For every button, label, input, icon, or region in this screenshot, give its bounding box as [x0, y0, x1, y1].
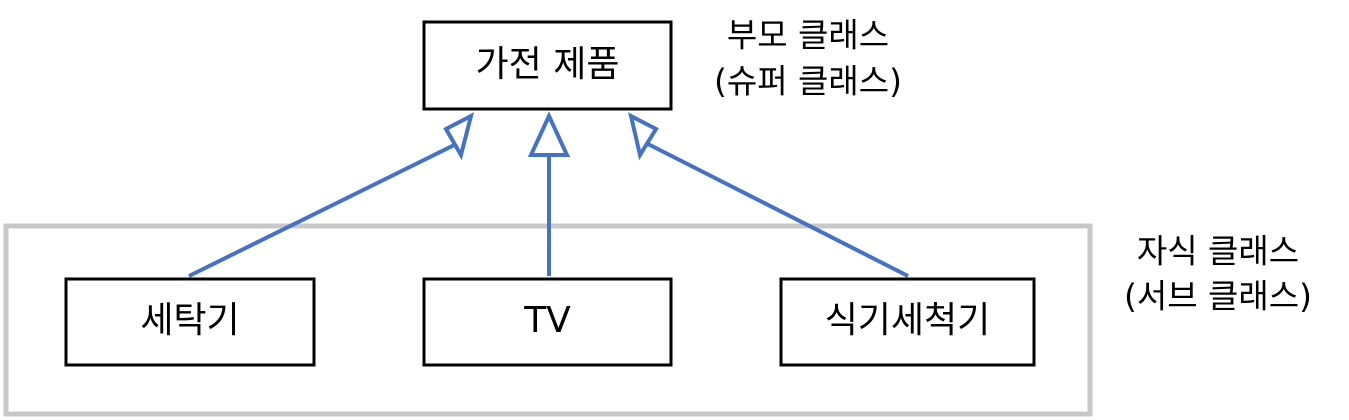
inheritance-arrow-dishwasher — [628, 112, 909, 278]
child-class-box-washer: 세탁기 — [64, 277, 316, 367]
parent-class-box: 가전 제품 — [422, 20, 673, 111]
arrow-line-dishwasher — [644, 140, 909, 278]
arrowhead-washer — [443, 112, 475, 161]
parent-note-line2: (슈퍼 클래스) — [714, 62, 902, 101]
parent-class-box-frame — [422, 20, 673, 111]
child-class-label-dishwasher: 식기세척기 — [825, 300, 991, 341]
child-class-box-frame-washer — [64, 277, 316, 367]
parent-class-label: 가전 제품 — [476, 44, 620, 85]
inheritance-arrow-tv — [527, 111, 571, 276]
parent-note-line1: 부모 클래스 — [727, 16, 889, 55]
child-class-label-washer: 세탁기 — [140, 300, 239, 341]
child-class-box-dishwasher: 식기세척기 — [779, 277, 1036, 367]
arrowhead-dishwasher — [628, 112, 659, 161]
child-class-label-tv: TV — [523, 300, 571, 341]
child-class-box-tv: TV — [422, 277, 673, 367]
arrow-line-washer — [188, 142, 458, 278]
arrowhead-tv — [527, 111, 571, 157]
child-class-box-frame-tv — [422, 277, 673, 367]
child-class-box-frame-dishwasher — [779, 277, 1036, 367]
inheritance-arrow-washer — [188, 112, 475, 278]
child-note-line1: 자식 클래스 — [1137, 232, 1299, 271]
child-note-line2: (서브 클래스) — [1124, 277, 1312, 316]
